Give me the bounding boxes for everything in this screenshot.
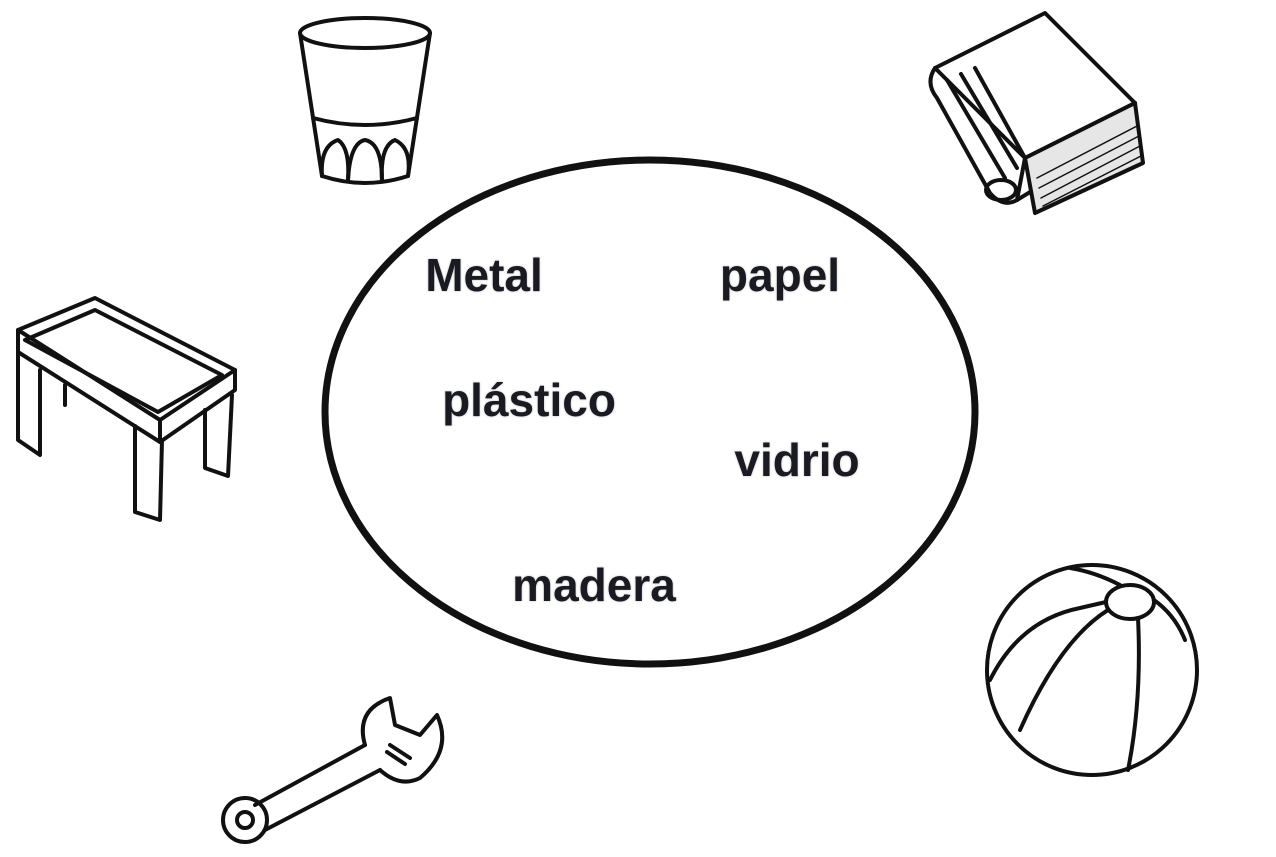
material-label-papel: papel	[719, 249, 841, 301]
stool-icon	[16, 296, 237, 522]
material-label-metal: Metal	[425, 249, 543, 301]
book-icon	[928, 11, 1145, 215]
drinking-glass-icon	[298, 16, 432, 185]
beach-ball-icon	[985, 563, 1199, 777]
material-label-vidrio: vidrio	[734, 434, 860, 486]
material-label-plastico: plástico	[442, 374, 616, 426]
wrench-icon	[221, 696, 445, 844]
material-label-madera: madera	[512, 559, 676, 611]
